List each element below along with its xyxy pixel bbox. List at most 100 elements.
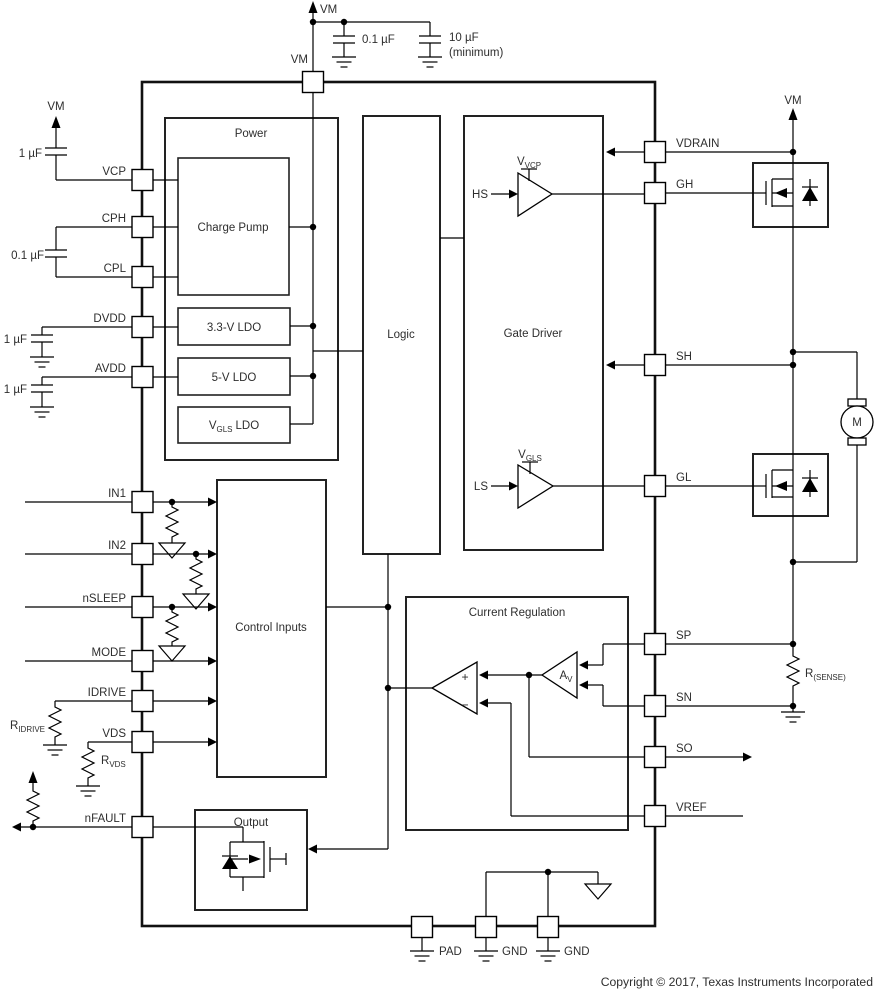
body-diode-icon <box>802 187 818 201</box>
mode-net <box>25 656 217 666</box>
pin-nfault-label: nFAULT <box>85 813 126 825</box>
vm-bypass-cap <box>332 22 356 68</box>
low-side-buffer <box>517 463 555 510</box>
vm-up-arrow-icon <box>788 108 798 120</box>
power-internal-rail <box>289 223 363 425</box>
pin-sn <box>643 694 667 718</box>
avdd-cap-net <box>30 376 132 418</box>
charge-pump-block <box>177 157 290 296</box>
pin-cpl-label: CPL <box>104 263 127 275</box>
ldo-33-title: 3.3-V LDO <box>207 322 261 334</box>
copyright-notice: Copyright © 2017, Texas Instruments Inco… <box>601 975 873 989</box>
in1-net <box>25 497 217 559</box>
body-diode-icon <box>802 478 818 492</box>
pin-sh-label: SH <box>676 351 692 363</box>
pin-mode <box>131 649 154 673</box>
vm-bulk-cap <box>418 22 442 68</box>
low-side-fet-box <box>752 453 829 517</box>
vm-top-label: VM <box>320 4 337 16</box>
high-side-buffer <box>517 171 554 218</box>
pin-in1 <box>131 490 154 514</box>
vm-right-label: VM <box>784 95 801 107</box>
pullup-arrow-icon <box>28 771 38 783</box>
power-block-title: Power <box>235 128 268 140</box>
pin-gh-label: GH <box>676 179 693 191</box>
vvcp-label: VVCP <box>517 156 541 170</box>
pin-gl-label: GL <box>676 472 692 484</box>
pin-vdrain-label: VDRAIN <box>676 138 719 150</box>
power-block <box>164 117 339 461</box>
pin-sh <box>643 353 667 377</box>
motor-brush <box>847 437 867 446</box>
ls-label: LS <box>474 481 488 493</box>
vm-bulk-cap-note: (minimum) <box>449 47 503 59</box>
r-sense-label: R(SENSE) <box>805 668 846 682</box>
half-bridge-rail <box>781 108 805 723</box>
pin-so <box>643 745 667 769</box>
vdrain-net <box>606 147 793 157</box>
pin-vds-label: VDS <box>102 728 126 740</box>
output-fet <box>222 827 287 891</box>
comparator-plus-label: + <box>461 670 468 684</box>
pin-cph-label: CPH <box>102 213 126 225</box>
pin-vdrain <box>643 140 667 164</box>
control-inputs-block <box>216 479 327 778</box>
pin-idrive <box>131 689 154 713</box>
r-idrive-label: RIDRIVE <box>10 720 45 734</box>
ldo-5-title: 5-V LDO <box>212 372 257 384</box>
vcp-cap-net <box>45 116 132 181</box>
vm-up-arrow-icon <box>308 1 318 13</box>
pin-vm <box>301 70 325 94</box>
nsleep-net <box>25 602 217 662</box>
left-arrow-icon <box>12 822 21 832</box>
nfault-net <box>12 771 243 832</box>
vm-bypass-cap-label: 0.1 µF <box>362 34 395 46</box>
vds-net <box>76 737 217 797</box>
comparator-minus-label: − <box>461 698 468 712</box>
vcp-cap-label: 1 µF <box>19 148 42 160</box>
ldo-input-wires <box>153 179 178 378</box>
sh-net <box>606 360 793 370</box>
pin-gl <box>643 474 667 498</box>
in2-net <box>25 549 217 610</box>
pin-mode-label: MODE <box>92 647 127 659</box>
pin-vref-label: VREF <box>676 802 707 814</box>
pin-vcp <box>131 168 154 192</box>
pin-gnd2-label: GND <box>564 946 590 958</box>
gate-driver-title: Gate Driver <box>504 328 563 340</box>
ldo-vgls-block <box>177 406 291 444</box>
pin-in1-label: IN1 <box>108 488 126 500</box>
pin-gnd1-label: GND <box>502 946 528 958</box>
pin-sp-label: SP <box>676 630 692 642</box>
body-diode-icon <box>222 856 238 869</box>
control-inputs-title: Control Inputs <box>235 622 307 634</box>
sense-amplifier <box>540 650 578 700</box>
motor-label: M <box>852 417 862 429</box>
pin-sp <box>643 632 667 656</box>
hs-label: HS <box>472 189 488 201</box>
cp-cap-label: 0.1 µF <box>11 250 44 262</box>
vm-bulk-cap-value: 10 µF <box>449 32 479 44</box>
pin-avdd-label: AVDD <box>95 363 126 375</box>
pin-avdd <box>131 365 154 389</box>
so-net <box>666 752 752 762</box>
low-side-fet <box>753 469 818 498</box>
charge-pump-title: Charge Pump <box>198 222 269 234</box>
vm-up-arrow-icon <box>51 116 61 128</box>
right-arrow-icon <box>743 752 752 762</box>
pin-gnd-1 <box>474 915 498 939</box>
current-regulation-title: Current Regulation <box>469 607 566 619</box>
pin-idrive-label: IDRIVE <box>88 687 127 699</box>
high-side-fet <box>753 178 818 207</box>
pin-cph <box>131 215 154 239</box>
pin-nsleep <box>131 595 154 619</box>
pin-dvdd-label: DVDD <box>93 313 126 325</box>
av-amp-label: AV <box>559 670 573 684</box>
signal-ground-icon <box>583 883 613 900</box>
ground-net <box>410 868 613 962</box>
signal-ground-icon <box>181 593 211 610</box>
pin-sn-label: SN <box>676 692 692 704</box>
dvdd-cap-label: 1 µF <box>4 334 27 346</box>
vm-left-label: VM <box>47 101 64 113</box>
